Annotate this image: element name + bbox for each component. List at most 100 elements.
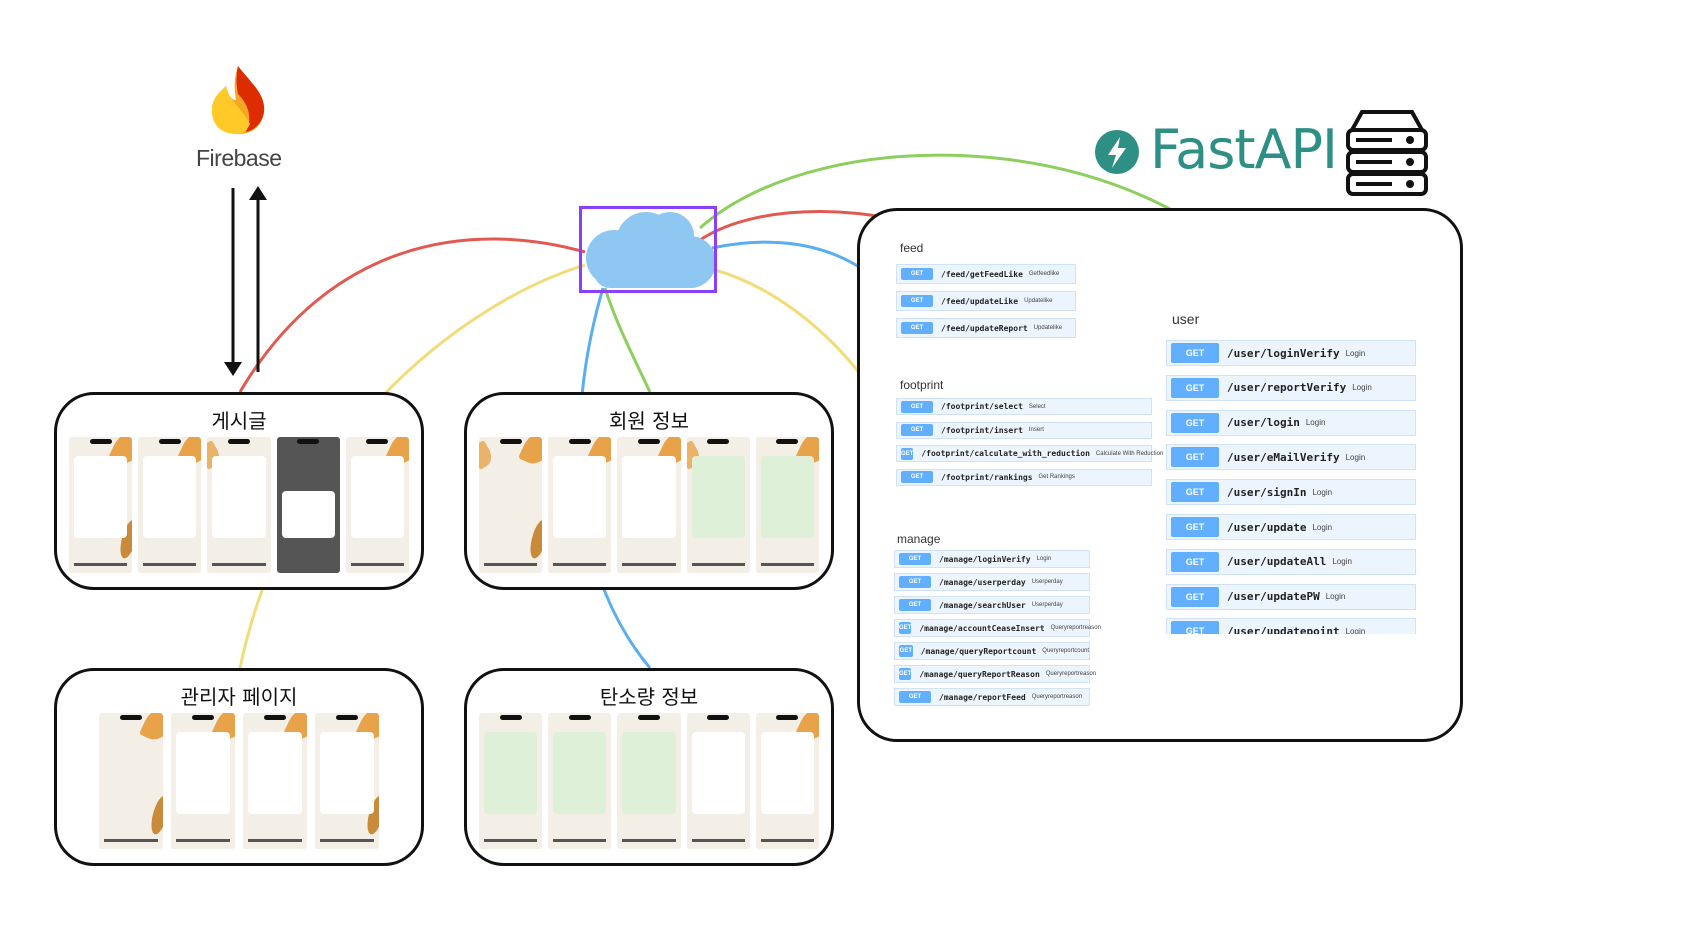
http-method-badge: GET [899, 576, 931, 588]
app-screenshot [479, 713, 543, 849]
endpoint-description: Userperday [1031, 579, 1063, 585]
endpoint-description: Getfeedlike [1028, 271, 1060, 277]
http-method-badge: GET [1171, 377, 1219, 398]
api-group-title-manage: manage [897, 532, 941, 546]
screen-thumbnails [479, 713, 820, 849]
down-arrow-head [224, 362, 242, 376]
panel-carbon-info: 탄소량 정보 [464, 668, 834, 866]
endpoint-description: Login [1352, 383, 1372, 393]
up-arrow-head [249, 186, 267, 200]
endpoint-description: Updatelike [1033, 325, 1063, 331]
http-method-badge: GET [899, 622, 912, 634]
endpoint-description: Login [1305, 418, 1326, 428]
endpoint-description: Login [1345, 348, 1366, 358]
api-endpoint-row: GET/manage/queryReportReason Queryreportr… [894, 665, 1096, 683]
http-method-badge: GET [899, 691, 931, 703]
endpoint-description: Login [1345, 452, 1366, 462]
screen-thumbnails [69, 437, 410, 573]
app-screenshot [345, 437, 410, 573]
http-method-badge: GET [901, 471, 933, 483]
endpoint-path: /manage/userperday [939, 577, 1026, 587]
app-screenshot [479, 437, 543, 573]
endpoint-path: /manage/reportFeed [939, 692, 1026, 702]
endpoint-description: Queryreportreason [1031, 694, 1083, 700]
endpoint-path: /footprint/insert [941, 425, 1023, 435]
endpoint-description: Login [1036, 556, 1052, 562]
api-endpoint-row: GET/manage/userperday Userperday [894, 573, 1090, 591]
http-method-badge: GET [901, 447, 914, 460]
fastapi-label: FastAPI [1150, 118, 1338, 181]
app-screenshot [138, 437, 202, 573]
api-endpoint-row: GET/user/eMailVerify Login [1166, 444, 1416, 471]
endpoint-path: /manage/accountCeaseInsert [919, 623, 1045, 633]
app-screenshot [617, 437, 681, 573]
http-method-badge: GET [1171, 586, 1219, 607]
http-method-badge: GET [1171, 447, 1219, 468]
http-method-badge: GET [899, 553, 931, 565]
endpoint-path: /feed/updateLike [941, 296, 1019, 306]
endpoint-description: Login [1325, 592, 1346, 602]
endpoint-description: Login [1312, 522, 1333, 532]
app-screenshot [755, 437, 820, 573]
panel-title: 탄소량 정보 [599, 685, 699, 709]
red-connection-line [238, 237, 586, 393]
app-screenshot [243, 713, 307, 849]
api-group-title-footprint: footprint [900, 378, 944, 392]
endpoint-description: Queryreportreason [1045, 671, 1097, 677]
panel-admin-page: 관리자 페이지 [54, 668, 424, 866]
app-screenshot [276, 437, 340, 573]
endpoint-description: Updatelike [1024, 298, 1053, 304]
panel-member-info: 회원 정보 [464, 392, 834, 590]
http-method-badge: GET [899, 668, 912, 680]
endpoint-description: Login [1332, 557, 1352, 567]
http-method-badge: GET [1171, 482, 1219, 503]
http-method-badge: GET [901, 400, 933, 413]
green-connection-line [603, 287, 652, 393]
server-icon [1346, 110, 1428, 196]
http-method-badge: GET [1171, 343, 1219, 363]
cloud-highlight-frame [579, 206, 717, 293]
endpoint-path: /feed/getFeedLike [941, 269, 1023, 279]
app-screenshot [617, 713, 681, 849]
panel-posts: 게시글 [54, 392, 424, 590]
http-method-badge: GET [899, 599, 931, 611]
endpoint-path: /user/eMailVerify [1227, 450, 1340, 464]
screen-thumbnails [479, 437, 820, 573]
endpoint-path: /user/login [1227, 416, 1300, 430]
app-screenshot [755, 713, 820, 849]
firebase-label: Firebase [196, 145, 282, 171]
endpoint-path: /footprint/select [941, 402, 1023, 411]
endpoint-path: /user/updatePW [1227, 590, 1320, 604]
endpoint-path: /user/updateAll [1227, 555, 1327, 569]
endpoint-description: Login [1345, 626, 1366, 634]
app-screenshot [99, 713, 163, 849]
http-method-badge: GET [899, 645, 913, 657]
http-method-badge: GET [901, 295, 933, 307]
endpoint-path: /user/reportVerify [1227, 381, 1347, 395]
endpoint-description: Insert [1028, 427, 1044, 433]
api-endpoint-row: GET/user/reportVerify Login [1166, 374, 1416, 401]
endpoint-path: /manage/loginVerify [939, 554, 1031, 564]
fastapi-logo-icon [1095, 130, 1139, 174]
endpoint-description: Calculate With Reduction [1095, 450, 1164, 457]
endpoint-path: /user/signIn [1227, 485, 1307, 499]
endpoint-path: /user/updatepoint [1227, 624, 1340, 634]
endpoint-path: /manage/queryReportcount [920, 646, 1037, 656]
endpoint-path: /manage/queryReportReason [919, 669, 1040, 679]
app-screenshot [171, 713, 235, 849]
api-endpoint-row: GET/manage/loginVerify Login [894, 550, 1090, 568]
http-method-badge: GET [1171, 551, 1219, 572]
api-endpoint-row: GET/manage/reportFeed Queryreportreason [894, 688, 1090, 706]
endpoint-description: Queryreportcount [1042, 648, 1089, 654]
panel-title: 회원 정보 [609, 409, 689, 433]
panel-title: 게시글 [211, 409, 267, 433]
endpoint-path: /manage/searchUser [939, 600, 1026, 610]
